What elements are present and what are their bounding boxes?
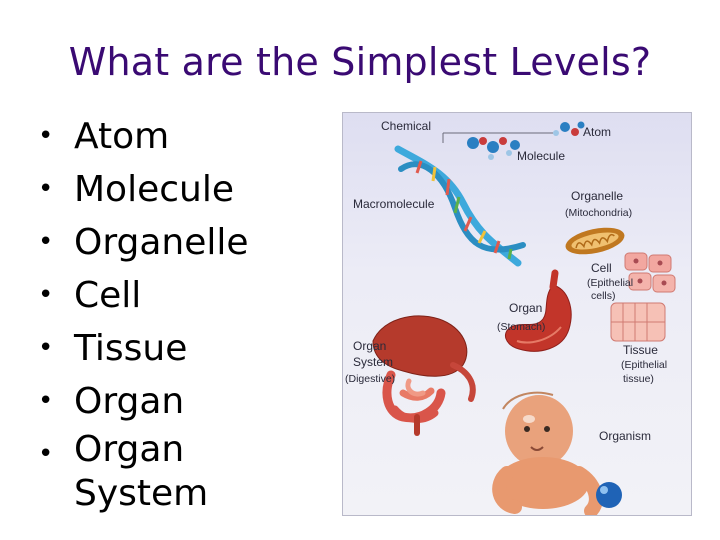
list-item: • Molecule <box>38 163 338 216</box>
organelle-label: Organelle <box>571 189 624 203</box>
bullet-icon: • <box>38 121 54 151</box>
list-item-label: Organelle <box>74 222 249 263</box>
digestive-system-icon <box>372 315 476 436</box>
atom-label: Atom <box>583 125 612 139</box>
list-item-label: Organ System <box>74 429 209 514</box>
molecule-label: Molecule <box>517 149 566 163</box>
bullet-icon: • <box>38 280 54 310</box>
list-item-label: Cell <box>74 275 142 316</box>
stomach-icon <box>504 269 572 352</box>
list-item: • Organ System <box>38 428 264 516</box>
biological-levels-illustration <box>372 121 676 515</box>
list-item-label: Tissue <box>74 328 188 369</box>
list-item-label: Organ <box>74 381 185 422</box>
baby-icon <box>492 391 603 515</box>
cell-sublabel: (Epithelial <box>587 277 634 289</box>
levels-list: • Atom • Molecule • Organelle • Cell • Tissue… <box>38 110 338 516</box>
dna-helix-icon <box>394 145 526 267</box>
mitochondrion-icon <box>565 227 625 255</box>
list-item: • Cell <box>38 269 338 322</box>
list-item-label: Atom <box>74 116 170 157</box>
organ-label: Organ <box>509 301 543 315</box>
list-item: • Atom <box>38 110 338 163</box>
cell-label: Cell <box>591 261 612 275</box>
tissue-sublabel: (Epithelial <box>621 359 668 371</box>
molecule-icon <box>467 137 520 160</box>
atom-icon <box>553 121 585 136</box>
biological-levels-figure: Chemical Atom Molecule Macromolecule Org… <box>342 112 692 516</box>
bullet-icon: • <box>38 174 54 204</box>
tissue-sublabel: tissue) <box>623 373 654 385</box>
bullet-icon: • <box>38 439 54 469</box>
list-item: • Tissue <box>38 322 338 375</box>
organ-system-label: Organ <box>353 339 387 353</box>
list-item: • Organelle <box>38 216 338 269</box>
organ-system-label: System <box>353 355 394 369</box>
list-item-label: Molecule <box>74 169 234 210</box>
list-item: • Organ <box>38 375 338 428</box>
epithelial-tissue-icon <box>610 302 666 342</box>
chemical-label: Chemical <box>381 119 432 133</box>
organelle-sublabel: (Mitochondria) <box>565 207 633 219</box>
tissue-label: Tissue <box>623 343 658 357</box>
organism-label: Organism <box>599 429 652 443</box>
ball-icon <box>596 482 622 508</box>
bullet-icon: • <box>38 386 54 416</box>
bullet-icon: • <box>38 333 54 363</box>
organ-sublabel: (Stomach) <box>497 321 546 333</box>
epithelial-cells-icon <box>624 252 676 293</box>
slide-title: What are the Simplest Levels? <box>68 40 652 84</box>
bullet-icon: • <box>38 227 54 257</box>
macromolecule-label: Macromolecule <box>353 197 435 211</box>
organ-system-sublabel: (Digestive) <box>345 373 396 385</box>
cell-sublabel: cells) <box>591 290 616 302</box>
